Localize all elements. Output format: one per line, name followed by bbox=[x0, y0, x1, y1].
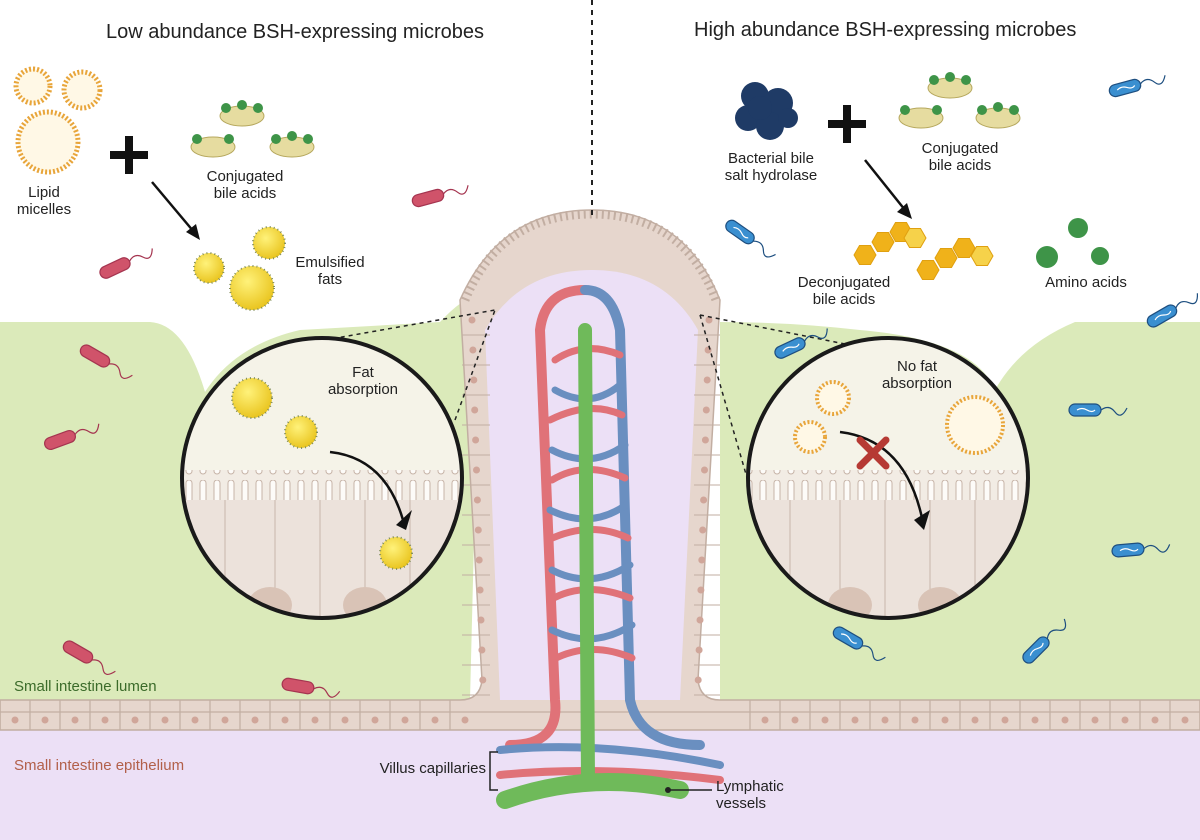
amino-acids-label: Amino acids bbox=[1045, 274, 1127, 291]
pink-bacterium-icon bbox=[79, 344, 133, 379]
capillaries-bracket bbox=[489, 751, 498, 791]
left-conjugated-label: Conjugated bile acids bbox=[206, 168, 284, 202]
pink-bacterium-icon bbox=[62, 640, 116, 675]
villus-cell-nuclei bbox=[462, 316, 720, 696]
right-zoom-guide-top bbox=[699, 314, 851, 346]
right-plus-icon bbox=[828, 105, 866, 143]
pink-bacterium-icon bbox=[411, 185, 469, 208]
pink-bacterium-icon bbox=[99, 248, 153, 279]
lipid-micelles-label: Lipid micelles bbox=[16, 184, 72, 218]
villus-capillaries-label: Villus capillaries bbox=[379, 760, 486, 777]
blocked-arrow bbox=[839, 430, 924, 519]
artery-vessel bbox=[505, 285, 590, 750]
vein-vessel bbox=[580, 285, 705, 750]
villus-capillaries bbox=[496, 285, 724, 809]
deconjugated-label: Deconjugated bile acids bbox=[797, 274, 891, 308]
left-reaction-arrow bbox=[151, 181, 195, 233]
emulsified-fats-icon bbox=[193, 226, 286, 311]
blue-bacterium-icon bbox=[1068, 403, 1128, 417]
right-magnifier-circle bbox=[746, 336, 1030, 620]
pink-bacterium-icon bbox=[44, 423, 100, 451]
blue-bacterium-icon bbox=[1111, 542, 1171, 558]
left-heading: Low abundance BSH-expressing microbes bbox=[106, 21, 484, 43]
fat-absorption-label: Fat absorption bbox=[327, 364, 399, 398]
inset-emulsified-fat-droplets bbox=[231, 377, 413, 570]
left-zoom-guide-side bbox=[454, 309, 496, 421]
right-conjugated-label: Conjugated bile acids bbox=[921, 140, 999, 174]
blue-bacterium-icon bbox=[774, 328, 828, 359]
blue-bacterium-icon bbox=[832, 626, 886, 661]
epithelium-cell-dividers bbox=[0, 700, 1189, 730]
blue-bacterium-icon bbox=[1022, 618, 1067, 664]
amino-acids-icon bbox=[1036, 218, 1109, 268]
lymphatic-vessel bbox=[578, 323, 595, 787]
no-fat-absorption-label: No fat absorption bbox=[881, 358, 953, 392]
right-conjugated-bile-acids-icon bbox=[898, 72, 1021, 129]
left-plus-icon bbox=[110, 136, 148, 174]
blue-bacterium-icon bbox=[1108, 75, 1166, 98]
left-conjugated-bile-acids-icon bbox=[190, 100, 315, 158]
blue-bacterium-icon bbox=[725, 219, 776, 258]
blue-bacterium-icon bbox=[1146, 293, 1199, 328]
absorption-arrow bbox=[329, 450, 405, 521]
epithelium-label: Small intestine epithelium bbox=[14, 757, 185, 774]
right-heading: High abundance BSH-expressing microbes bbox=[694, 19, 1077, 41]
blocked-x-icon bbox=[856, 436, 890, 470]
pink-bacterium-icon bbox=[281, 677, 341, 698]
bacteria-group bbox=[44, 75, 1199, 698]
lymphatic-vessels-label: Lymphatic vessels bbox=[716, 778, 784, 812]
left-magnifier-circle bbox=[180, 336, 464, 620]
inset-lipid-micelles bbox=[793, 380, 1005, 455]
bsh-enzyme-icon bbox=[735, 82, 798, 140]
deconjugated-bile-acids-icon bbox=[853, 222, 994, 280]
right-reaction-arrow bbox=[864, 159, 906, 211]
emulsified-fats-label: Emulsified fats bbox=[295, 254, 365, 288]
lumen-label: Small intestine lumen bbox=[14, 678, 157, 695]
bsh-enzyme-label: Bacterial bile salt hydrolase bbox=[724, 150, 818, 184]
lipid-micelles-icon bbox=[13, 66, 103, 175]
